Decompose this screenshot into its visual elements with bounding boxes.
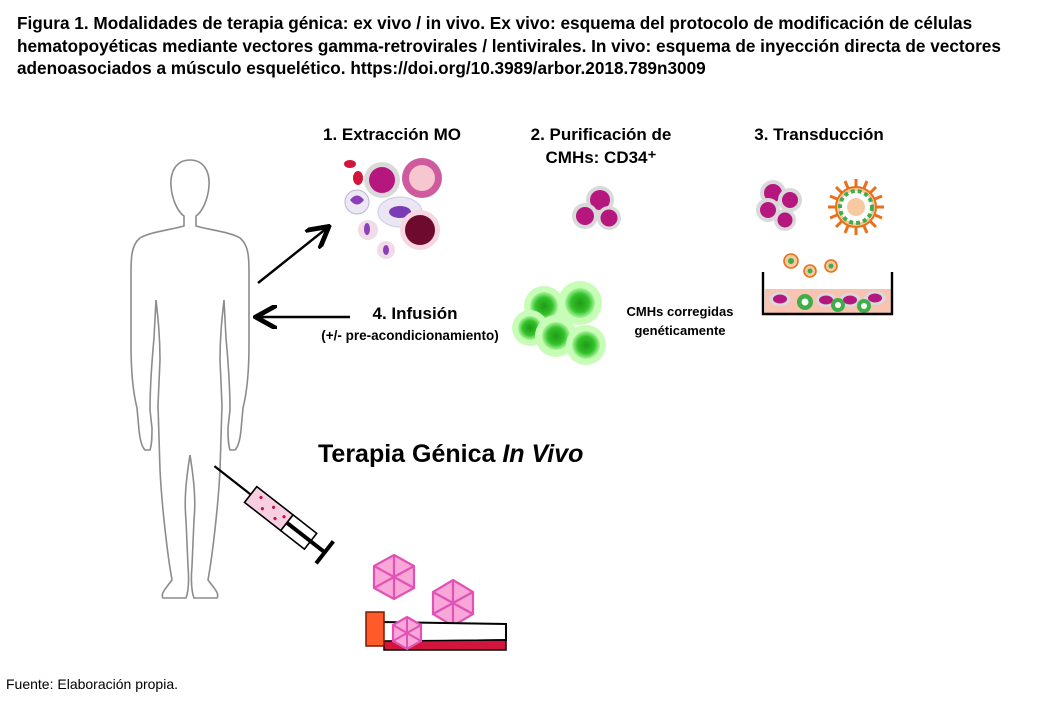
figure-caption: Figura 1. Modalidades de terapia génica:… [17,13,1001,78]
purified-cd34-cells [572,186,621,230]
arrow-to-extraction [257,228,327,284]
muscle-icon [365,611,507,651]
corrected-cells-label-line2: genéticamente [634,323,726,338]
step-transduction-label: 3. Transducción [754,125,884,144]
in-vivo-title: Terapia Génica In Vivo [318,440,584,468]
corrected-cells [512,281,606,365]
transduction-cells [756,180,802,231]
step-extraction-label: 1. Extracción MO [323,125,461,144]
source-note: Fuente: Elaboración propia. [6,676,178,692]
infusion-note: (+/- pre-acondicionamiento) [321,328,499,343]
transduction-dish [761,253,894,316]
virus-vector-icon [828,179,884,235]
step-infusion-label: 4. Infusión [372,304,458,323]
syringe-icon [213,465,335,565]
corrected-cells-label-line1: CMHs corregidas [626,304,734,319]
aav-capsids [372,553,475,628]
step-purification-label-line1: 2. Purificación de [530,125,672,144]
step-purification-label-line2: CMHs: CD34⁺ [545,148,657,167]
bone-marrow-cells [344,158,442,259]
human-body-outline [130,159,250,599]
